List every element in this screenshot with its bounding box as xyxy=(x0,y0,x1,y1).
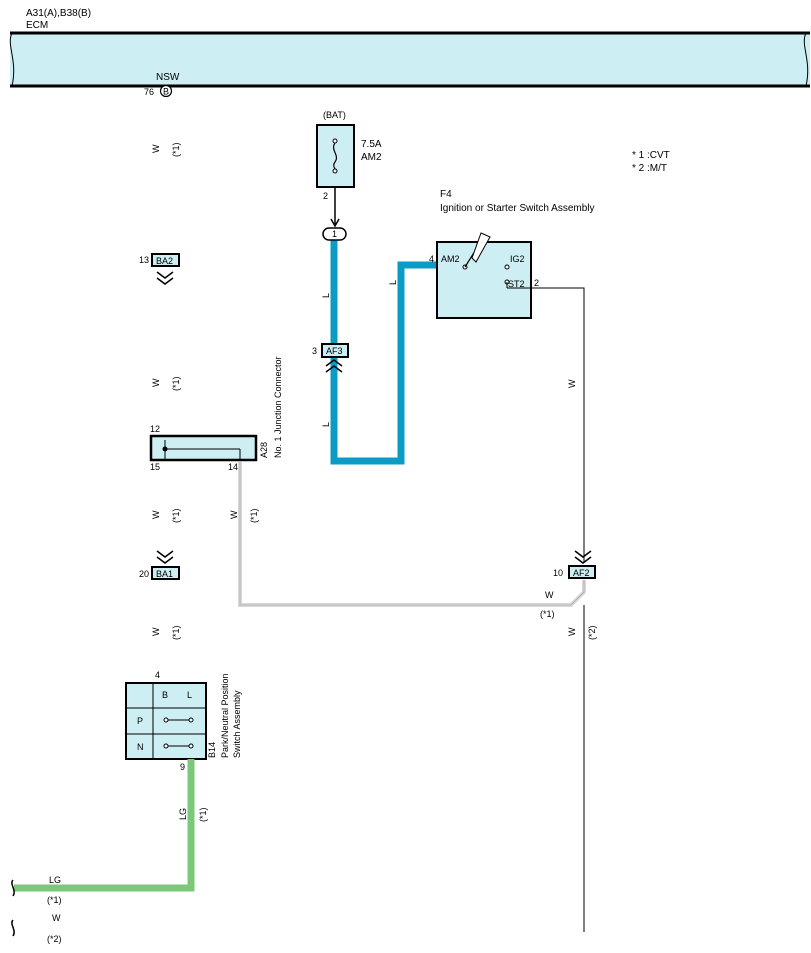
connector-af3: 3 AF3 xyxy=(312,343,349,373)
pnp-col-l: L xyxy=(187,690,192,700)
junction-connector xyxy=(149,434,258,462)
fuse-am2 xyxy=(316,124,355,188)
connector-ba2-pin: 13 xyxy=(139,255,149,265)
splice-label: 1 xyxy=(332,229,337,239)
wire-label-note2: (*2) xyxy=(47,934,62,944)
ignition-switch-pin-st2: 2 xyxy=(534,278,539,288)
ignition-switch xyxy=(436,232,532,319)
fuse-supply: (BAT) xyxy=(323,110,346,120)
ignition-switch-name: Ignition or Starter Switch Assembly xyxy=(440,203,595,214)
wire-label-l: L xyxy=(321,293,331,298)
connector-af3-code: AF3 xyxy=(326,346,343,356)
wire-label-note1: (*1) xyxy=(198,807,208,822)
wire-white xyxy=(238,462,586,607)
wire-white-outline xyxy=(239,462,585,606)
ecm-name: ECM xyxy=(26,20,48,31)
wire-label-lg: LG xyxy=(49,875,61,885)
note-mt: * 2 :M/T xyxy=(632,163,667,174)
ecm-pin-name: NSW xyxy=(156,72,180,83)
pnp-name-line1: Park/Neutral Position xyxy=(220,673,230,758)
junction-code: A28 xyxy=(259,442,269,458)
wire-st2 xyxy=(531,287,585,562)
wire-label-w: W xyxy=(545,590,554,600)
junction-pin-top: 12 xyxy=(150,424,160,434)
ignition-switch-code: F4 xyxy=(440,189,452,200)
connector-af2-pin: 10 xyxy=(553,568,563,578)
ecm-pin-number: 76 xyxy=(144,87,154,97)
connector-ba2: 13 BA2 xyxy=(139,253,180,285)
pnp-pin-bottom: 9 xyxy=(180,762,185,772)
wire-label-w: W xyxy=(567,627,577,636)
connector-ba1-pin: 20 xyxy=(139,569,149,579)
connector-ba2-code: BA2 xyxy=(156,256,173,266)
ecm-connector-marker: B xyxy=(159,84,173,98)
wire-break-marks xyxy=(11,879,15,937)
connector-ba1-code: BA1 xyxy=(156,569,173,579)
pnp-row-p: P xyxy=(137,716,143,726)
pnp-pin-top: 4 xyxy=(155,670,160,680)
junction-pin-br: 14 xyxy=(228,462,238,472)
wire-label-note1: (*1) xyxy=(171,625,181,640)
note-cvt: * 1 :CVT xyxy=(632,150,670,161)
pnp-col-b: B xyxy=(162,690,168,700)
ecm-code: A31(A),B38(B) xyxy=(26,8,91,19)
wire-label-l: L xyxy=(388,280,398,285)
wire-label-note1: (*1) xyxy=(171,508,181,523)
ecm-connector-letter: B xyxy=(163,87,169,97)
wire-label-w: W xyxy=(151,378,161,387)
wire-label-note2: (*2) xyxy=(587,625,597,640)
fuse-rating: 7.5A xyxy=(361,139,382,150)
wire-label-l: L xyxy=(321,422,331,427)
pnp-name-line2: Switch Assembly xyxy=(232,690,242,758)
fuse-wire xyxy=(330,187,340,228)
wire-label-w: W xyxy=(52,913,61,923)
ignition-switch-pin-am2: 4 xyxy=(429,254,434,264)
wire-blue xyxy=(330,240,437,465)
wire-label-w: W xyxy=(151,627,161,636)
junction-name: No. 1 Junction Connector xyxy=(273,356,283,458)
wire-label-w: W xyxy=(151,144,161,153)
wire-label-note1: (*1) xyxy=(47,895,62,905)
junction-pin-bl: 15 xyxy=(150,462,160,472)
connector-ba1: 20 BA1 xyxy=(139,550,180,580)
wire-label-note1: (*1) xyxy=(540,609,555,619)
pnp-switch xyxy=(125,682,207,760)
wire-label-note1: (*1) xyxy=(171,142,181,157)
pnp-row-n: N xyxy=(137,742,144,752)
connector-af2: 10 AF2 xyxy=(553,550,596,579)
wire-label-w: W xyxy=(151,510,161,519)
wire-label-w: W xyxy=(229,510,239,519)
wire-label-note1: (*1) xyxy=(249,508,259,523)
fuse-pin: 2 xyxy=(323,191,328,201)
wire-label-note1: (*1) xyxy=(171,376,181,391)
connector-af3-pin: 3 xyxy=(312,346,317,356)
wire-label-lg: LG xyxy=(178,808,188,820)
ignition-switch-terminal-st2: ST2 xyxy=(508,279,525,289)
pnp-code: B14 xyxy=(207,742,217,758)
left-wire-labels: W (*1) W (*1) W (*1) W (*1) W (*1) xyxy=(151,142,259,640)
ecm-block xyxy=(9,31,810,88)
wire-label-w: W xyxy=(567,379,577,388)
fuse-name: AM2 xyxy=(361,152,382,163)
wire-green xyxy=(14,759,195,892)
ignition-switch-terminal-am2: AM2 xyxy=(441,254,460,264)
splice-1: 1 xyxy=(322,227,347,241)
ignition-switch-terminal-ig2: IG2 xyxy=(510,254,525,264)
connector-af2-code: AF2 xyxy=(573,568,590,578)
